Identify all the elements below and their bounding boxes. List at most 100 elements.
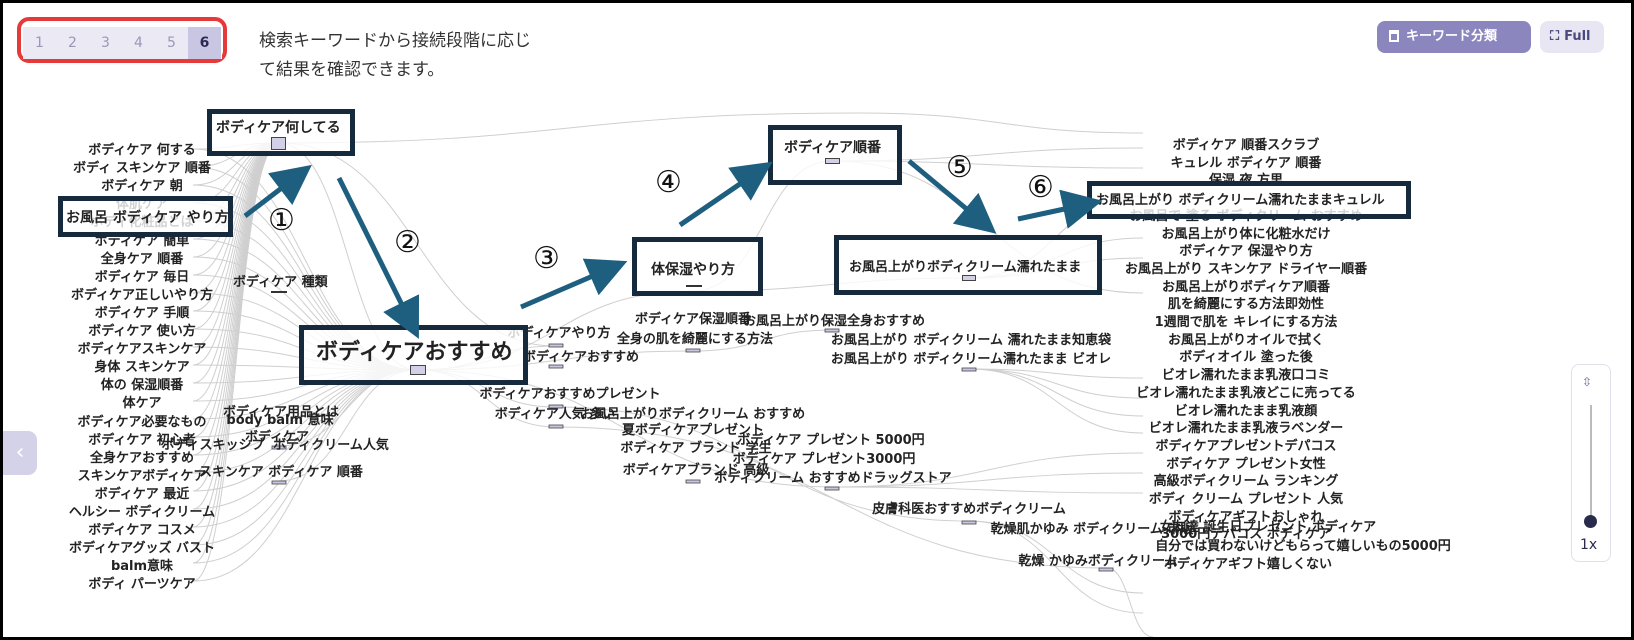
keyword-label[interactable]: ビオレ濡れたまま乳液どこに売ってる bbox=[1136, 385, 1356, 401]
keyword-label[interactable]: お風呂上がり保湿全身おすすめ bbox=[742, 314, 926, 329]
node-marker[interactable] bbox=[271, 445, 287, 450]
keyword-label[interactable]: 肌を綺麗にする方法即効性 bbox=[1167, 297, 1325, 313]
keyword-label[interactable]: ボディケア 何する bbox=[88, 143, 196, 158]
page-button-3[interactable]: 3 bbox=[89, 27, 123, 59]
node-label-step6[interactable]: お風呂上がり ボディクリーム濡れたままキュレル bbox=[1096, 193, 1385, 208]
zoom-slider-handle[interactable] bbox=[1584, 515, 1597, 528]
node-label-type[interactable]: ボディケア 種類 bbox=[233, 275, 328, 290]
node-marker-step4[interactable] bbox=[825, 158, 840, 164]
keyword-label[interactable]: 3000円デパコス ボディケア bbox=[1161, 527, 1331, 543]
keyword-label[interactable]: ボディケア必要なもの bbox=[77, 414, 207, 430]
keyword-label[interactable]: 乾燥肌かゆみ ボディクリーム 市販 bbox=[990, 522, 1194, 537]
keyword-label[interactable]: ボディケア正しいやり方 bbox=[70, 287, 214, 303]
page-button-1[interactable]: 1 bbox=[23, 27, 57, 59]
keyword-label[interactable]: ボディケアやり方 bbox=[507, 326, 611, 341]
keyword-label[interactable]: 体ケア bbox=[122, 396, 162, 412]
keyword-label[interactable]: body balm 意味 bbox=[226, 413, 334, 428]
keyword-label[interactable]: ボディケアギフト嬉しくない bbox=[1163, 557, 1333, 572]
node-marker-step5[interactable] bbox=[962, 275, 976, 281]
keyword-label[interactable]: ボディケアグッズ バスト bbox=[69, 541, 215, 557]
keyword-label[interactable]: ボディ スキンケア 順番 bbox=[73, 161, 211, 177]
keyword-label[interactable]: ボディケア 最近 bbox=[94, 486, 190, 502]
collapse-panel-button[interactable]: ‹ bbox=[3, 431, 37, 475]
fit-height-icon[interactable]: ⇳ bbox=[1582, 375, 1593, 389]
keyword-label[interactable]: ボディオイル 塗った後 bbox=[1179, 350, 1313, 366]
node-label-step0[interactable]: お風呂 ボディケア やり方 bbox=[66, 210, 229, 226]
keyword-label[interactable]: お風呂上がり スキンケア ドライヤー順番 bbox=[1124, 261, 1368, 277]
node-marker[interactable] bbox=[271, 480, 287, 485]
keyword-label[interactable]: ボディ パーツケア bbox=[88, 577, 196, 593]
keyword-label[interactable]: 体の 保湿順番 bbox=[100, 378, 184, 394]
keyword-label[interactable]: ヘルシー ボディクリーム bbox=[68, 505, 216, 520]
keyword-label[interactable]: 夏ボディケアプレゼント bbox=[621, 423, 765, 438]
keyword-label[interactable]: お風呂上がりボディケア順番 bbox=[1161, 279, 1331, 295]
keyword-label[interactable]: ボディ クリーム プレゼント 人気 bbox=[1148, 492, 1344, 507]
node-marker[interactable] bbox=[1098, 567, 1114, 572]
keyword-label[interactable]: ボディケア プレゼント 5000円 bbox=[737, 433, 925, 448]
keyword-label[interactable]: ボディケア プレゼント3000円 bbox=[732, 452, 916, 467]
keyword-label[interactable]: ボディケア プレゼント女性 bbox=[1166, 456, 1326, 472]
keyword-label[interactable]: ビオレ濡れたまま乳液顔 bbox=[1174, 403, 1318, 419]
keyword-label[interactable]: ボディケア 簡単 bbox=[94, 233, 190, 249]
keyword-label[interactable]: 全身ケア 順番 bbox=[100, 251, 184, 267]
node-label-step4[interactable]: ボディケア順番 bbox=[784, 140, 882, 156]
node-label-step1[interactable]: ボディケア何してる bbox=[216, 120, 341, 136]
keyword-label[interactable]: 乾燥 かゆみボディクリーム bbox=[1018, 554, 1178, 569]
keyword-label[interactable]: ボディクリーム おすすめドラッグストア bbox=[714, 471, 952, 486]
keyword-label[interactable]: ボディケア bbox=[244, 430, 310, 445]
node-marker[interactable] bbox=[685, 479, 701, 484]
node-marker-step1[interactable] bbox=[271, 137, 286, 150]
keyword-label[interactable]: スキンケア ボディケア 順番 bbox=[199, 465, 363, 480]
node-marker[interactable] bbox=[961, 520, 977, 525]
keyword-label[interactable]: ボディケアプレゼントデパコス bbox=[1155, 438, 1337, 454]
page-button-6[interactable]: 6 bbox=[188, 27, 222, 59]
page-button-5[interactable]: 5 bbox=[155, 27, 189, 59]
keyword-label[interactable]: 身体 スキンケア bbox=[94, 360, 190, 376]
keyword-label[interactable]: ボディケアスキンケア bbox=[77, 342, 207, 358]
keyword-label[interactable]: ボディケアブランド 高級 bbox=[622, 463, 770, 478]
keyword-label[interactable]: お風呂上がり体に化粧水だけ bbox=[1161, 226, 1331, 242]
keyword-label[interactable]: ボディケアおすすめプレゼント bbox=[479, 387, 661, 402]
node-label-step5[interactable]: お風呂上がりボディクリーム濡れたまま bbox=[849, 260, 1082, 275]
keyword-label[interactable]: お風呂上がり ボディクリーム濡れたまま ビオレ bbox=[830, 352, 1112, 367]
zoom-slider-track[interactable] bbox=[1590, 405, 1592, 523]
keyword-label[interactable]: 1週間で肌を キレイにする方法 bbox=[1154, 315, 1338, 330]
node-label-step2[interactable]: ボディケアおすすめ bbox=[316, 340, 513, 365]
keyword-label[interactable]: ボディスキッシブ bbox=[161, 438, 265, 453]
page-button-4[interactable]: 4 bbox=[122, 27, 156, 59]
keyword-label[interactable]: 全身ケアおすすめ bbox=[89, 450, 195, 466]
keyword-label[interactable]: ボディケア 毎日 bbox=[94, 269, 190, 285]
node-marker[interactable] bbox=[548, 404, 564, 409]
node-marker[interactable] bbox=[548, 424, 564, 429]
page-button-2[interactable]: 2 bbox=[56, 27, 90, 59]
keyword-label[interactable]: ボディケア 初心者 bbox=[88, 432, 196, 448]
keyword-label[interactable]: お風呂上がりボディクリーム おすすめ bbox=[580, 407, 806, 422]
node-marker[interactable] bbox=[685, 348, 701, 353]
keyword-label[interactable]: ボディケア 使い方 bbox=[88, 324, 196, 339]
keyword-label[interactable]: balm意味 bbox=[110, 559, 174, 575]
keyword-label[interactable]: ボディクリーム人気 bbox=[273, 438, 389, 453]
keyword-label[interactable]: お風呂上がり ボディクリーム 濡れたまま知恵袋 bbox=[830, 333, 1112, 348]
keyword-label[interactable]: キュレル ボディケア 順番 bbox=[1170, 155, 1322, 171]
keyword-label[interactable]: 高級ボディクリーム ランキング bbox=[1153, 474, 1339, 490]
node-marker[interactable] bbox=[824, 328, 840, 333]
node-marker[interactable] bbox=[961, 367, 977, 372]
keyword-label[interactable]: ボディケア 手順 bbox=[94, 305, 190, 321]
keyword-label[interactable]: ボディケア 順番スクラブ bbox=[1172, 138, 1320, 153]
node-label-step3[interactable]: 体保湿やり方 bbox=[651, 262, 735, 278]
keyword-label[interactable]: ボディケアおすすめ bbox=[522, 350, 640, 365]
keyword-label[interactable]: 皮膚科医おすすめボディクリーム bbox=[872, 502, 1066, 517]
keyword-label[interactable]: ビオレ濡れたまま乳液ラベンダー bbox=[1148, 421, 1344, 437]
fullscreen-button[interactable]: ⛶Full bbox=[1540, 21, 1604, 53]
node-marker[interactable] bbox=[548, 343, 564, 348]
keyword-classify-button[interactable]: キーワード分類 bbox=[1377, 21, 1531, 53]
keyword-label[interactable]: お風呂上がりオイルで拭く bbox=[1167, 332, 1325, 348]
keyword-label[interactable]: 自分では買わないけどもらって嬉しいもの5000円 bbox=[1155, 539, 1451, 554]
node-marker-step2[interactable] bbox=[410, 365, 426, 375]
keyword-label[interactable]: スキンケアボディケア bbox=[77, 468, 207, 484]
node-marker[interactable] bbox=[548, 364, 564, 369]
keyword-label[interactable]: ボディケア コスメ bbox=[88, 523, 196, 539]
keyword-label[interactable]: ボディケア保湿順番 bbox=[634, 312, 752, 327]
keyword-label[interactable]: ビオレ濡れたまま乳液口コミ bbox=[1161, 368, 1331, 384]
